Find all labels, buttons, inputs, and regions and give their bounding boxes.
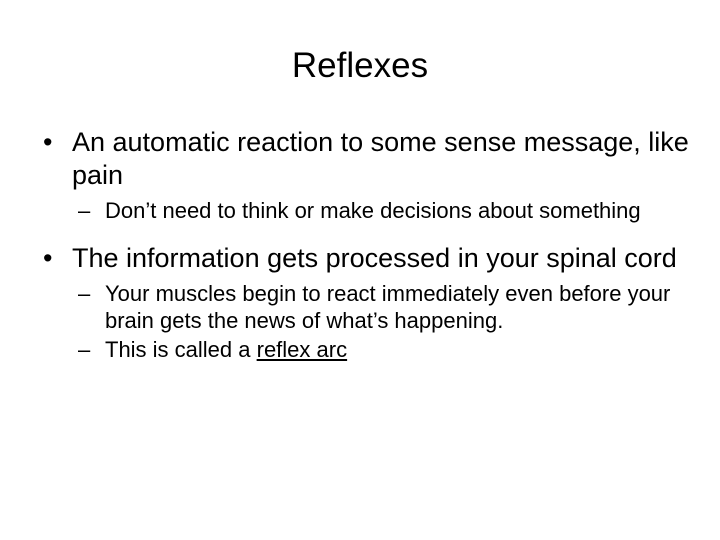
bullet-text: The information gets processed in your s… bbox=[72, 243, 677, 273]
slide-body: • An automatic reaction to some sense me… bbox=[0, 126, 720, 363]
spacer bbox=[0, 224, 720, 242]
page-title: Reflexes bbox=[291, 46, 429, 85]
bullet-text: An automatic reaction to some sense mess… bbox=[72, 127, 689, 190]
bullet-dash-icon: – bbox=[78, 281, 91, 306]
bullet-text: Your muscles begin to react immediately … bbox=[105, 281, 671, 333]
bullet-text: This is called a bbox=[105, 337, 257, 362]
bullet-item-level2: – Don’t need to think or make decisions … bbox=[0, 197, 720, 224]
bullet-item-level2: –This is called a reflex arc bbox=[0, 336, 720, 363]
bullet-item-level2: – Your muscles begin to react immediatel… bbox=[0, 280, 720, 334]
key-term-reflex-arc: reflex arc bbox=[256, 337, 348, 362]
bullet-dot-icon: • bbox=[43, 243, 53, 273]
bullet-item-level1: • An automatic reaction to some sense me… bbox=[0, 126, 720, 192]
bullet-dot-icon: • bbox=[43, 127, 53, 157]
bullet-item-level1: • The information gets processed in your… bbox=[0, 242, 720, 275]
bullet-text: Don’t need to think or make decisions ab… bbox=[105, 198, 641, 223]
bullet-dash-icon: – bbox=[78, 337, 91, 362]
bullet-dash-icon: – bbox=[78, 198, 91, 223]
